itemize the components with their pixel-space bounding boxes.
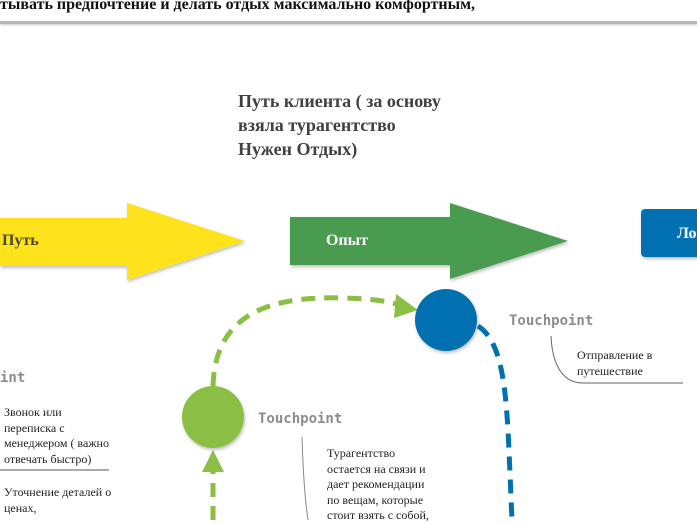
- touchpoint-note: Турагентство остается на связи и дает ре…: [327, 446, 429, 522]
- touchpoint-label: Touchpoint: [509, 313, 594, 329]
- title-line: Нужен Отдых): [238, 139, 358, 159]
- touchpoint-note: Звонок или переписка с менеджером ( важн…: [4, 405, 109, 466]
- touchpoint-note: Отправление в путешествие: [577, 348, 653, 378]
- stage-label-path: Путь: [2, 232, 39, 249]
- arrowhead-green-bottom: [202, 450, 224, 472]
- title-line: Путь клиента ( за основу: [238, 91, 441, 111]
- stage-arrow-experience: [290, 203, 568, 279]
- header-text: тывать предпочтение и делать отдых макси…: [0, 0, 475, 13]
- title-line: взяла турагентство: [238, 115, 396, 135]
- stage-arrow-path: [0, 203, 245, 280]
- stage-label-experience: Опыт: [326, 232, 369, 249]
- arrowhead-green-top: [394, 294, 418, 318]
- stage-label-loyalty: Ло: [677, 225, 697, 242]
- dashed-path-green-curve: [210, 295, 407, 387]
- touchpoint-circle-blue: [415, 289, 477, 351]
- touchpoint-circle-green: [182, 386, 244, 448]
- touchpoint-label: Touchpoint: [258, 411, 343, 427]
- touchpoint-note: Уточнение деталей о ценах,: [4, 485, 112, 515]
- stage-box-loyalty: [641, 209, 697, 257]
- diagram-title: Путь клиента ( за основу взяла турагентс…: [238, 89, 441, 161]
- divider: [0, 21, 697, 24]
- dashed-path-blue: [476, 323, 515, 520]
- touchpoint-label: int: [0, 370, 26, 386]
